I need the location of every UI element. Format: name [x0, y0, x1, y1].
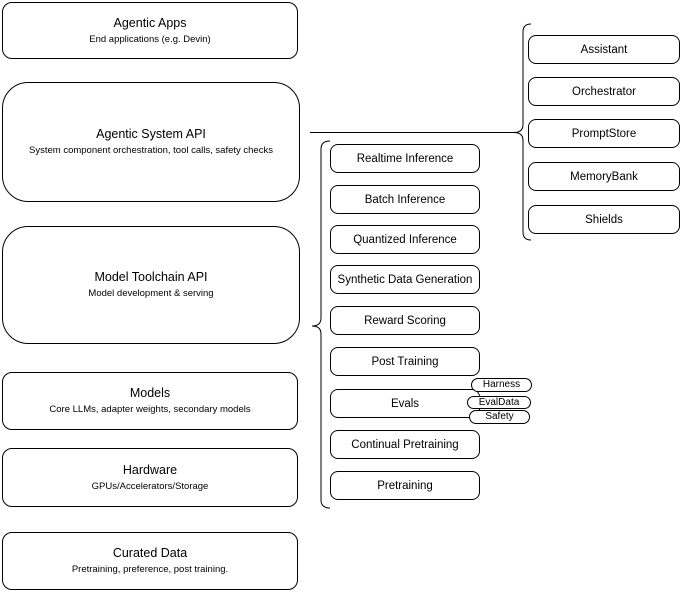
node-subtitle: Pretraining, preference, post training.	[71, 564, 229, 575]
node-hardware: Hardware GPUs/Accelerators/Storage	[2, 448, 298, 507]
node-realtime-inference: Realtime Inference	[330, 144, 480, 173]
node-subtitle: GPUs/Accelerators/Storage	[91, 480, 209, 492]
pill-harness: Harness	[471, 378, 532, 392]
node-batch-inference: Batch Inference	[330, 185, 480, 214]
node-models: Models Core LLMs, adapter weights, secon…	[2, 372, 298, 430]
node-title: Models	[129, 386, 171, 400]
node-title: Agentic Apps	[113, 15, 187, 30]
pill-safety: Safety	[469, 410, 530, 424]
node-subtitle: Core LLMs, adapter weights, secondary mo…	[49, 404, 251, 415]
node-agentic-apps: Agentic Apps End applications (e.g. Devi…	[2, 2, 298, 59]
node-title: Hardware	[122, 462, 178, 477]
node-subtitle: End applications (e.g. Devin)	[89, 33, 211, 45]
node-promptstore: PromptStore	[528, 119, 680, 148]
node-shields: Shields	[528, 205, 680, 234]
node-subtitle: System component orchestration, tool cal…	[29, 145, 273, 156]
node-assistant: Assistant	[528, 35, 680, 64]
node-reward-scoring: Reward Scoring	[330, 306, 480, 335]
system-components-brace	[513, 23, 532, 241]
node-title: Curated Data	[112, 546, 188, 560]
node-agentic-system-api: Agentic System API System component orch…	[2, 82, 300, 202]
node-quantized-inference: Quantized Inference	[330, 225, 480, 254]
node-orchestrator: Orchestrator	[528, 77, 680, 106]
node-memorybank: MemoryBank	[528, 162, 680, 191]
toolchain-services-brace	[311, 140, 331, 509]
node-title: Model Toolchain API	[94, 270, 208, 284]
node-curated-data: Curated Data Pretraining, preference, po…	[2, 532, 298, 590]
node-title: Agentic System API	[96, 127, 206, 141]
node-pretraining: Pretraining	[330, 471, 480, 500]
node-subtitle: Model development & serving	[88, 288, 214, 299]
node-model-toolchain-api: Model Toolchain API Model development & …	[2, 226, 300, 344]
node-post-training: Post Training	[330, 347, 480, 376]
pill-evaldata: EvalData	[467, 396, 531, 409]
node-evals: Evals	[330, 389, 480, 418]
node-synthetic-data-generation: Synthetic Data Generation	[330, 265, 480, 294]
node-continual-pretraining: Continual Pretraining	[330, 430, 480, 459]
